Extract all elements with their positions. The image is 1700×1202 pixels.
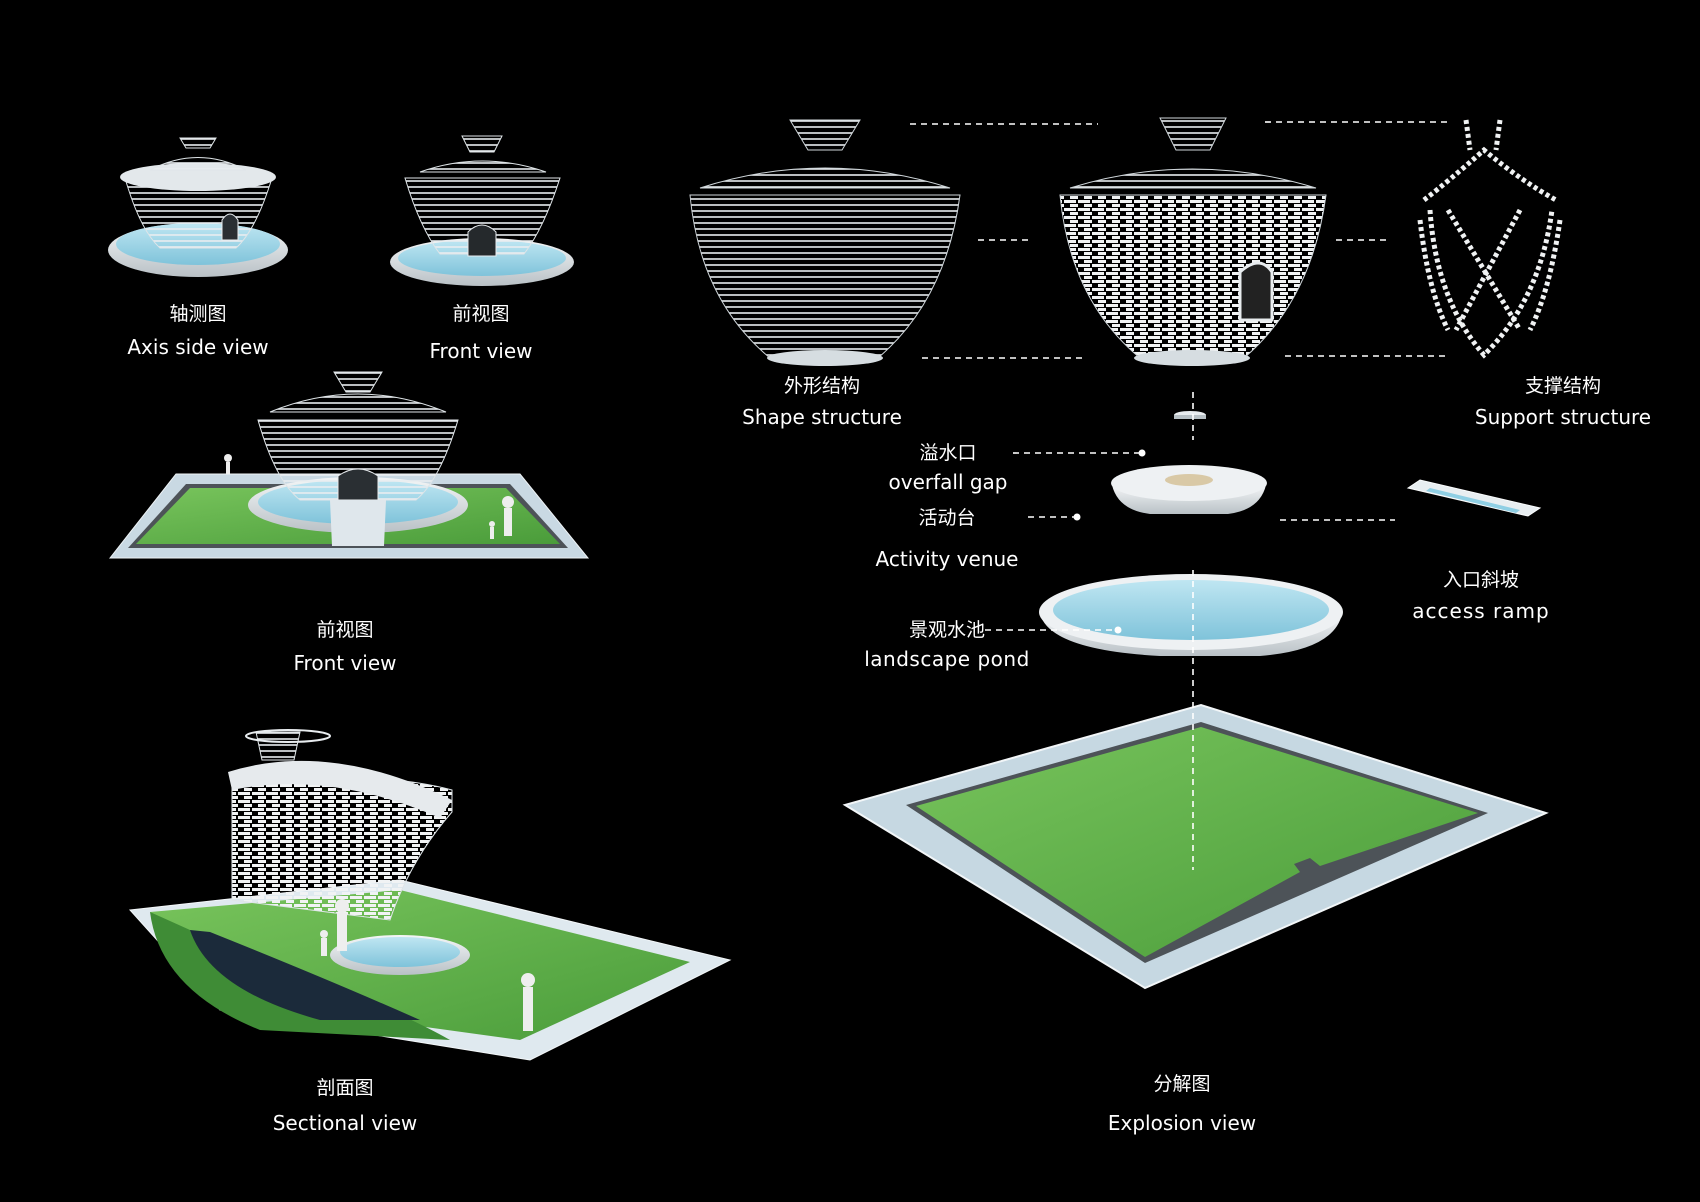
shape-structure-en: Shape structure: [742, 404, 902, 429]
axis-side-view-en: Axis side view: [127, 334, 269, 359]
leader-lines: [910, 121, 1452, 870]
shape-structure-zh: 外形结构: [783, 375, 860, 397]
activity-venue-zh: 活动台: [918, 507, 976, 529]
explosion-view-zh: 分解图: [1153, 1073, 1211, 1095]
sectional-view-model: [128, 729, 732, 1061]
shape-structure-model: [689, 119, 961, 366]
overfall-gap-en: overfall gap: [888, 469, 1008, 494]
leader-dots: [1073, 449, 1146, 634]
axis-side-view-zh: 轴测图: [169, 303, 227, 325]
shape-structure-label: 外形结构 Shape structure: [742, 374, 902, 431]
activity-venue-model: [1111, 465, 1267, 514]
support-structure-zh: 支撑结构: [1524, 375, 1601, 397]
front-view-large-en: Front view: [293, 650, 397, 675]
overfall-gap-zh: 溢水口: [919, 442, 977, 464]
front-view-small-zh: 前视图: [452, 303, 510, 325]
sectional-view-zh: 剖面图: [316, 1077, 374, 1099]
access-ramp-model: [1406, 479, 1542, 517]
access-ramp-label: 入口斜坡 access ramp: [1412, 568, 1549, 625]
support-structure-label: 支撑结构 Support structure: [1475, 374, 1651, 431]
explosion-view-en: Explosion view: [1107, 1110, 1257, 1135]
access-ramp-zh: 入口斜坡: [1442, 569, 1519, 591]
support-structure-model: [1417, 119, 1563, 359]
landscape-pond-label: 景观水池 landscape pond: [864, 618, 1030, 673]
front-view-small-model: [390, 135, 574, 286]
landscape-pond-model: [1039, 574, 1343, 656]
activity-venue-label: 活动台 Activity venue: [876, 506, 1019, 573]
front-view-large-zh: 前视图: [316, 619, 374, 641]
sectional-view-en: Sectional view: [272, 1110, 418, 1135]
sectional-view-label: 剖面图 Sectional view: [273, 1076, 418, 1137]
front-view-small-label: 前视图 Front view: [430, 302, 533, 365]
landscape-pond-en: landscape pond: [864, 646, 1030, 671]
access-ramp-en: access ramp: [1412, 598, 1550, 623]
activity-venue-en: Activity venue: [875, 546, 1019, 571]
front-view-large-model: [108, 371, 590, 559]
front-view-large-label: 前视图 Front view: [294, 618, 397, 677]
axis-side-view-model: [108, 137, 288, 277]
overfall-gap-model: [1174, 411, 1206, 419]
support-structure-en: Support structure: [1474, 404, 1652, 429]
front-view-small-en: Front view: [429, 338, 533, 363]
landscape-pond-zh: 景观水池: [908, 619, 986, 641]
lawn-base-model: [842, 703, 1549, 990]
overfall-gap-label: 溢水口 overfall gap: [888, 441, 1007, 496]
explosion-view-label: 分解图 Explosion view: [1108, 1072, 1256, 1137]
axis-side-view-label: 轴测图 Axis side view: [127, 302, 268, 361]
assembled-structure-model: [1059, 117, 1327, 366]
